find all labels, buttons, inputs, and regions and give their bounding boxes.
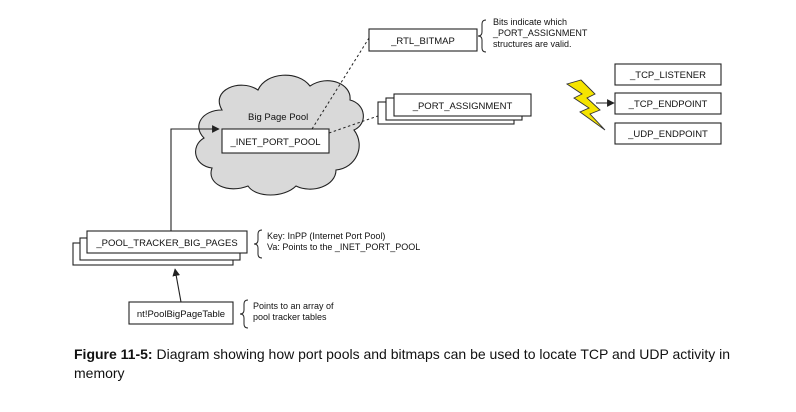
rtl-bitmap-note-1: Bits indicate which [493, 17, 567, 27]
pool-tracker-note-2: Va: Points to the _INET_PORT_POOL [267, 242, 420, 252]
lightning-bolt-icon [565, 79, 606, 131]
figure-caption-text: Diagram showing how port pools and bitma… [74, 346, 731, 381]
rtl-bitmap-brace [477, 19, 487, 53]
udp-endpoint-box [614, 122, 722, 145]
rtl-bitmap-note-2: _PORT_ASSIGNMENT [492, 28, 588, 38]
figure-caption: Figure 11-5: Diagram showing how port po… [74, 345, 734, 383]
rtl-bitmap-box [368, 28, 478, 52]
rtl-bitmap-label: _RTL_BITMAP [390, 36, 455, 47]
pool-big-page-table-label: nt!PoolBigPageTable [137, 309, 225, 320]
inet-port-pool-box [221, 128, 330, 154]
tracker-to-inet-pool-arrow [170, 125, 220, 231]
tcp-endpoint-label: _TCP_ENDPOINT [628, 99, 708, 110]
pool-tracker-box [86, 230, 248, 254]
inet-port-pool-label: _INET_PORT_POOL [229, 137, 320, 148]
pool-tracker-brace [253, 229, 263, 259]
tcp-listener-label: _TCP_LISTENER [629, 70, 706, 81]
big-page-pool-label: Big Page Pool [248, 112, 308, 123]
pool-table-note-1: Points to an array of [253, 301, 334, 311]
port-assignment-box [393, 93, 532, 117]
table-to-tracker-arrow [172, 268, 182, 303]
figure-label: Figure 11-5: [74, 346, 153, 362]
rtl-bitmap-note-3: structures are valid. [493, 39, 572, 49]
pool-tracker-label: _POOL_TRACKER_BIG_PAGES [95, 238, 237, 249]
pool-table-note-2: pool tracker tables [253, 312, 327, 322]
tcp-endpoint-box [614, 92, 722, 115]
pool-table-brace [239, 299, 249, 329]
port-assignment-label: _PORT_ASSIGNMENT [412, 101, 513, 112]
tcp-listener-box [614, 63, 722, 86]
udp-endpoint-label: _UDP_ENDPOINT [627, 129, 708, 140]
pool-tracker-note-1: Key: InPP (Internet Port Pool) [267, 231, 385, 241]
pool-to-assignment-dashed-line [328, 115, 379, 134]
